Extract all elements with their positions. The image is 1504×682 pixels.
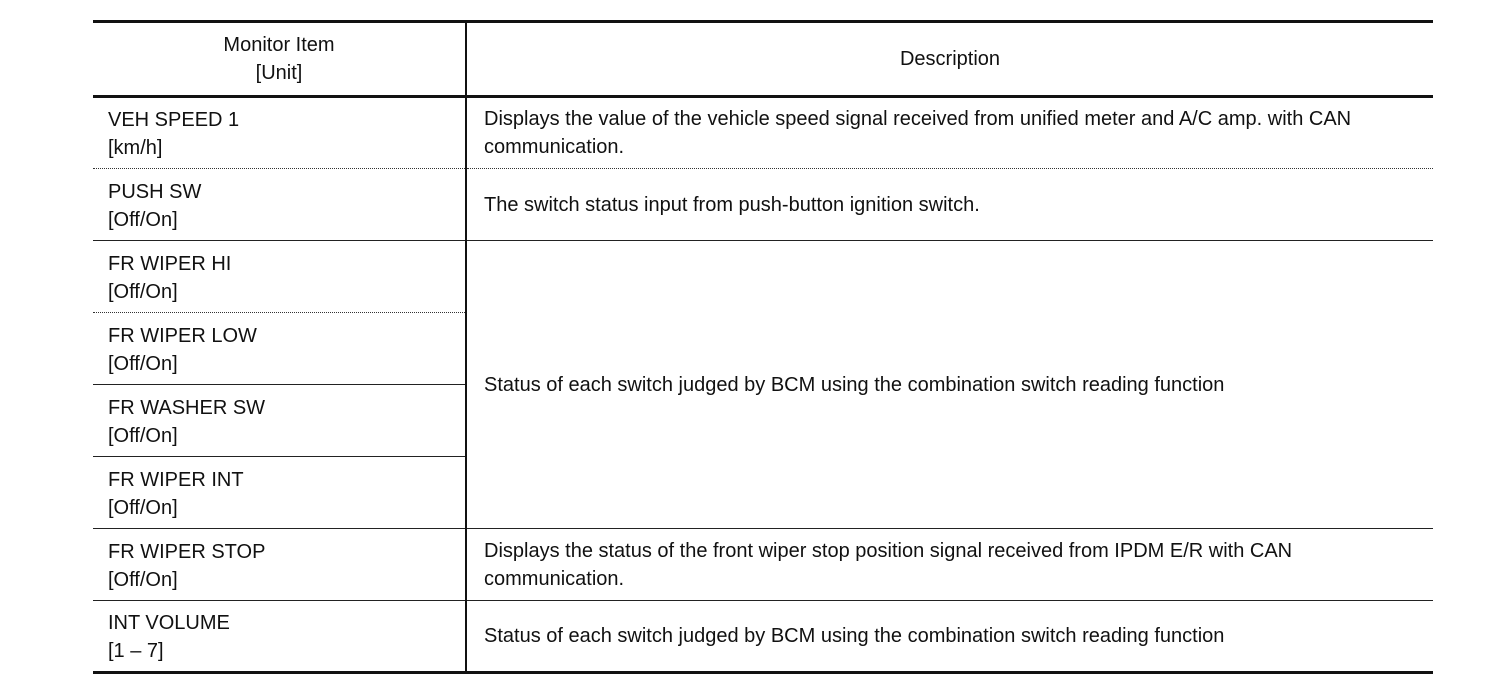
monitor-item-table: Monitor Item [Unit] Description VEH SPEE… [93,20,1433,674]
description-text: Displays the value of the vehicle speed … [484,108,1352,158]
item-unit: [Off/On] [108,496,178,519]
table-row: VEH SPEED 1 [km/h] Displays the value of… [93,96,1433,169]
header-monitor-item: Monitor Item [Unit] [93,20,467,98]
monitor-item-table-container: Monitor Item [Unit] Description VEH SPEE… [93,20,1433,674]
description-cell: Displays the status of the front wiper s… [466,528,1433,601]
item-name: FR WIPER STOP [108,540,266,563]
header-unit-label: [Unit] [255,62,303,84]
description-text: Status of each switch judged by BCM usin… [484,373,1225,396]
table-header-row: Monitor Item [Unit] Description [93,20,1433,98]
item-name: PUSH SW [108,180,202,203]
description-text: Status of each switch judged by BCM usin… [484,625,1225,647]
table-row: FR WIPER HI [Off/On] Status of each swit… [93,240,1433,529]
item-name: FR WIPER HI [108,252,232,275]
description-cell: Status of each switch judged by BCM usin… [466,600,1433,674]
table-row: FR WIPER INT [Off/On] [93,456,1433,529]
table-row: FR WIPER STOP [Off/On] Displays the stat… [93,528,1433,601]
monitor-item-cell: FR WIPER HI [Off/On] [93,240,467,313]
item-name: INT VOLUME [108,612,230,634]
table-row: FR WASHER SW [Off/On] [93,384,1433,457]
item-name: VEH SPEED 1 [108,109,240,131]
monitor-item-cell: FR WIPER INT [Off/On] [93,456,467,529]
description-cell-grouped: Status of each switch judged by BCM usin… [466,240,1433,529]
item-unit: [Off/On] [108,568,178,591]
table-row: FR WIPER LOW [Off/On] [93,312,1433,385]
monitor-item-cell: PUSH SW [Off/On] [93,168,467,241]
description-text: The switch status input from push-button… [484,193,980,216]
header-monitor-item-label: Monitor Item [223,34,335,56]
monitor-item-cell: FR WIPER LOW [Off/On] [93,312,467,385]
table-row: INT VOLUME [1 – 7] Status of each switch… [93,600,1433,674]
item-name: FR WIPER INT [108,468,244,491]
description-cell: The switch status input from push-button… [466,168,1433,241]
item-unit: [Off/On] [108,352,178,375]
item-unit: [Off/On] [108,280,178,303]
item-unit: [Off/On] [108,208,178,231]
header-description: Description [466,20,1433,98]
monitor-item-cell: FR WIPER STOP [Off/On] [93,528,467,601]
monitor-item-cell: VEH SPEED 1 [km/h] [93,96,467,169]
item-unit: [Off/On] [108,424,178,447]
table-row: PUSH SW [Off/On] The switch status input… [93,168,1433,241]
description-cell: Displays the value of the vehicle speed … [466,96,1433,169]
monitor-item-cell: FR WASHER SW [Off/On] [93,384,467,457]
description-text: Displays the status of the front wiper s… [484,539,1293,590]
item-name: FR WASHER SW [108,396,266,419]
item-unit: [km/h] [108,137,163,159]
monitor-item-cell: INT VOLUME [1 – 7] [93,600,467,674]
item-name: FR WIPER LOW [108,324,257,347]
item-unit: [1 – 7] [108,640,164,662]
